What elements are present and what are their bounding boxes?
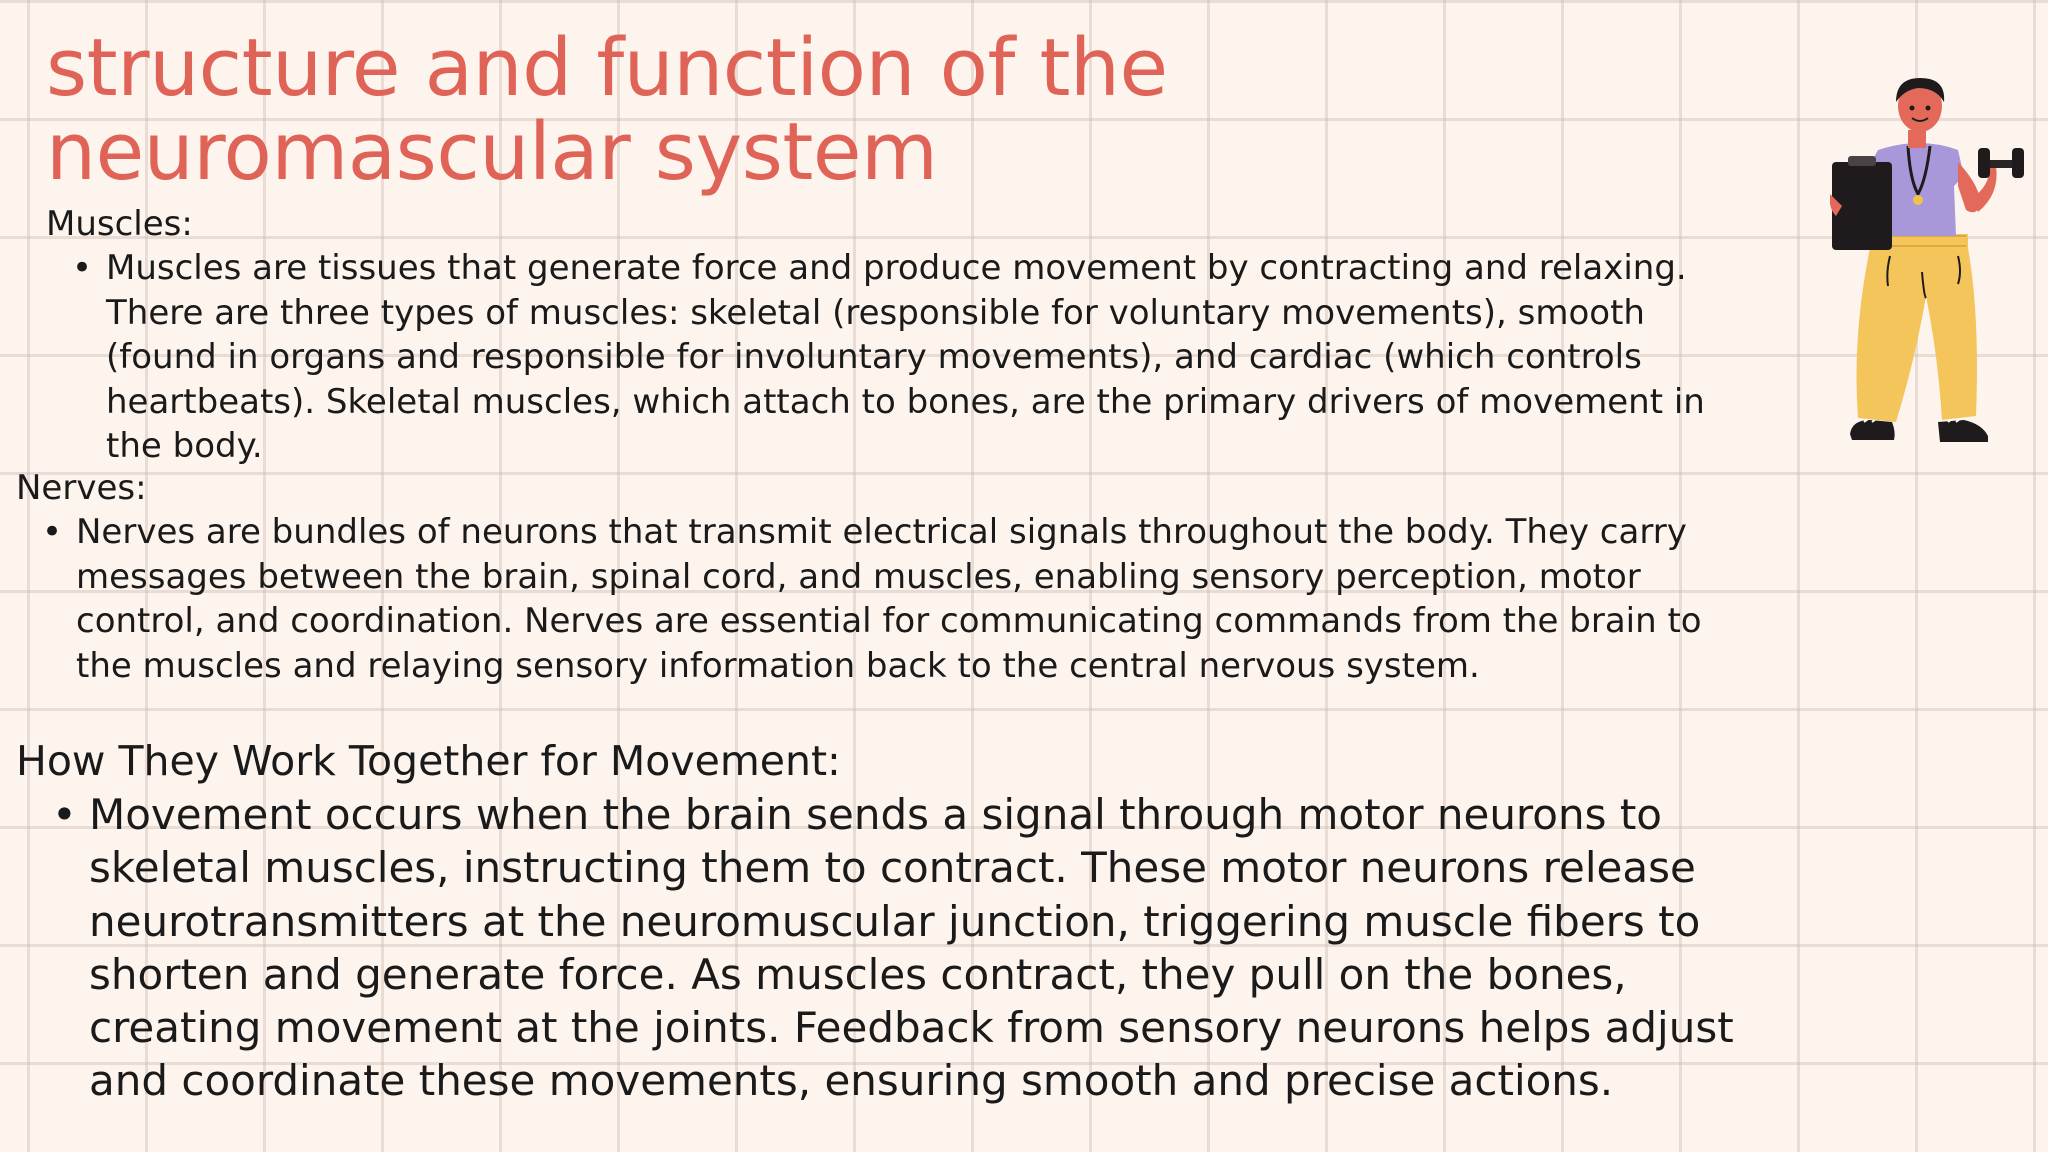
muscles-section: Muscles: Muscles are tissues that genera… [46,202,1766,469]
together-list: Movement occurs when the brain sends a s… [16,788,1806,1108]
nerves-heading: Nerves: [16,468,147,508]
nerves-section: Nerves: Nerves are bundles of neurons th… [16,466,1756,688]
slide-title: structure and function of the neuromascu… [46,26,1346,194]
muscles-bullet: Muscles are tissues that generate force … [46,246,1766,469]
nerves-list: Nerves are bundles of neurons that trans… [16,510,1756,688]
together-section: How They Work Together for Movement: Mov… [16,734,1806,1108]
nerves-bullet: Nerves are bundles of neurons that trans… [16,510,1756,688]
coach-with-clipboard-and-dumbbell-icon [1830,78,2024,442]
together-heading: How They Work Together for Movement: [16,737,841,785]
together-bullet: Movement occurs when the brain sends a s… [16,788,1806,1108]
title-line-2: neuromascular system [46,106,938,198]
muscles-list: Muscles are tissues that generate force … [46,246,1766,469]
muscles-heading: Muscles: [46,204,193,244]
title-line-1: structure and function of the [46,22,1168,114]
